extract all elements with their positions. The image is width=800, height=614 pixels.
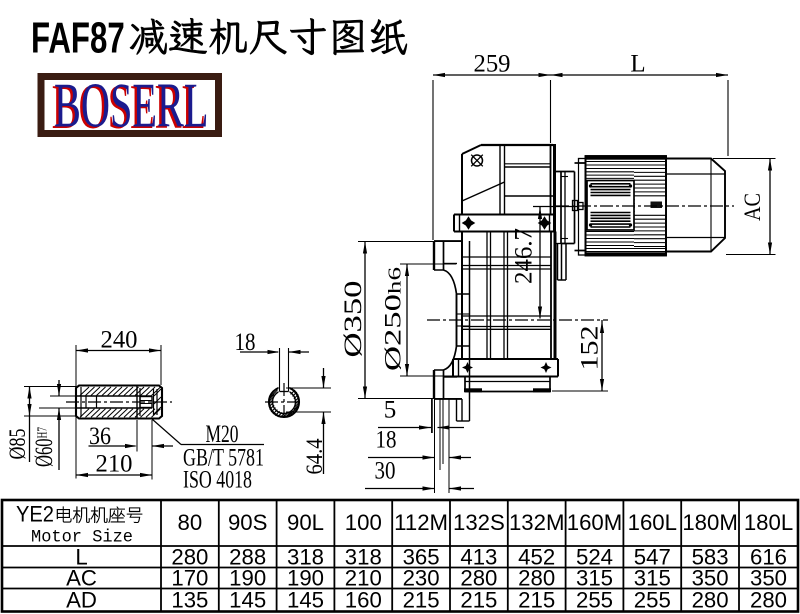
svg-text:FAF87: FAF87	[31, 13, 125, 63]
svg-text:583: 583	[692, 545, 729, 570]
svg-text:280: 280	[460, 566, 497, 591]
svg-text:18: 18	[376, 427, 397, 454]
svg-text:AC: AC	[740, 193, 765, 221]
svg-text:145: 145	[287, 588, 324, 613]
svg-text:210: 210	[345, 566, 382, 591]
svg-text:350: 350	[750, 566, 787, 591]
svg-text:413: 413	[460, 545, 497, 570]
svg-text:180L: 180L	[744, 510, 793, 535]
svg-text:90L: 90L	[287, 510, 324, 535]
svg-text:100: 100	[345, 510, 382, 535]
svg-text:Ø250h6: Ø250h6	[381, 267, 406, 371]
svg-text:152: 152	[577, 326, 604, 371]
svg-text:112M: 112M	[394, 510, 448, 535]
svg-text:280: 280	[518, 566, 555, 591]
svg-text:Motor Size: Motor Size	[31, 529, 133, 548]
svg-text:AC: AC	[66, 566, 97, 591]
svg-text:524: 524	[576, 545, 613, 570]
svg-text:Ø85: Ø85	[5, 429, 30, 460]
svg-text:315: 315	[576, 566, 613, 591]
svg-text:318: 318	[287, 545, 324, 570]
svg-text:AD: AD	[66, 588, 97, 613]
svg-text:145: 145	[229, 588, 266, 613]
svg-text:230: 230	[403, 566, 440, 591]
svg-text:Ø350: Ø350	[340, 281, 367, 358]
svg-text:ISO 4018: ISO 4018	[183, 467, 252, 494]
svg-text:18: 18	[235, 329, 256, 356]
svg-text:L: L	[630, 51, 645, 78]
svg-text:240: 240	[101, 327, 138, 354]
svg-text:280: 280	[692, 588, 729, 613]
svg-text:L: L	[75, 545, 87, 570]
svg-text:180M: 180M	[682, 510, 738, 535]
svg-text:280: 280	[171, 545, 208, 570]
svg-text:547: 547	[634, 545, 671, 570]
svg-text:215: 215	[460, 588, 497, 613]
svg-text:132S: 132S	[453, 510, 505, 535]
svg-text:318: 318	[345, 545, 382, 570]
svg-text:280: 280	[750, 588, 787, 613]
svg-text:215: 215	[518, 588, 555, 613]
svg-text:160M: 160M	[567, 510, 623, 535]
svg-text:255: 255	[634, 588, 671, 613]
svg-text:5: 5	[384, 397, 397, 424]
svg-text:288: 288	[229, 545, 266, 570]
svg-text:M20: M20	[206, 421, 239, 448]
svg-text:190: 190	[229, 566, 266, 591]
svg-text:135: 135	[171, 588, 208, 613]
svg-text:132M: 132M	[509, 510, 565, 535]
svg-text:GB/T 5781: GB/T 5781	[183, 445, 264, 472]
svg-text:616: 616	[750, 545, 787, 570]
svg-text:315: 315	[634, 566, 671, 591]
svg-text:170: 170	[171, 566, 208, 591]
svg-text:160L: 160L	[628, 510, 677, 535]
svg-text:255: 255	[576, 588, 613, 613]
svg-text:64.4: 64.4	[302, 438, 327, 474]
svg-text:160: 160	[345, 588, 382, 613]
svg-text:90S: 90S	[228, 510, 267, 535]
svg-text:452: 452	[518, 545, 555, 570]
svg-text:36: 36	[89, 423, 111, 450]
svg-text:246.7: 246.7	[511, 228, 538, 284]
svg-text:350: 350	[692, 566, 729, 591]
svg-text:30: 30	[375, 458, 396, 485]
svg-text:259: 259	[474, 51, 511, 78]
svg-text:215: 215	[403, 588, 440, 613]
svg-text:190: 190	[287, 566, 324, 591]
svg-text:210: 210	[96, 451, 133, 478]
svg-text:BOSERL: BOSERL	[52, 70, 207, 142]
svg-text:BOSERL: BOSERL	[54, 69, 209, 141]
svg-text:80: 80	[178, 510, 203, 535]
svg-text:365: 365	[403, 545, 440, 570]
svg-text:YE2: YE2	[16, 502, 54, 527]
